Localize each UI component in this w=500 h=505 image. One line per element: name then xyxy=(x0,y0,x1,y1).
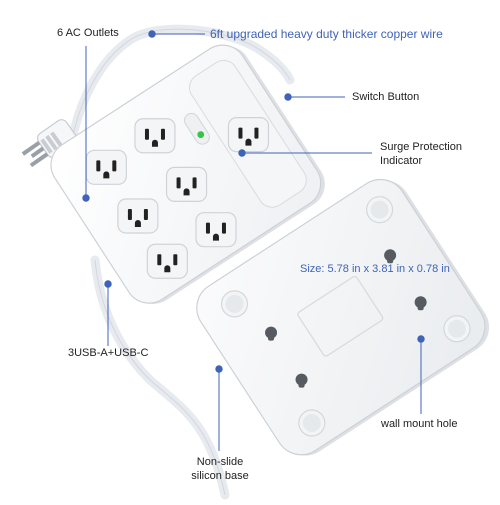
callout-lines xyxy=(82,30,425,451)
surge-callout-line2: Indicator xyxy=(380,155,423,167)
power-strip-front xyxy=(50,44,325,304)
usb-callout: 3USB-A+USB-C xyxy=(68,347,149,359)
wall-mount-callout: wall mount hole xyxy=(381,418,458,430)
power-cable-outline xyxy=(71,28,291,141)
switch-callout: Switch Button xyxy=(352,91,420,103)
wire-callout: 6ft upgraded heavy duty thicker copper w… xyxy=(210,27,443,41)
base-callout-line1: Non-slide xyxy=(196,456,244,468)
size-callout: Size: 5.78 in x 3.81 in x 0.78 in xyxy=(300,263,450,275)
outlets-callout: 6 AC Outlets xyxy=(57,27,119,39)
base-callout-line2: silicon base xyxy=(191,470,249,482)
power-strip-back xyxy=(196,178,490,456)
surge-callout-line1: Surge Protection xyxy=(380,141,462,153)
